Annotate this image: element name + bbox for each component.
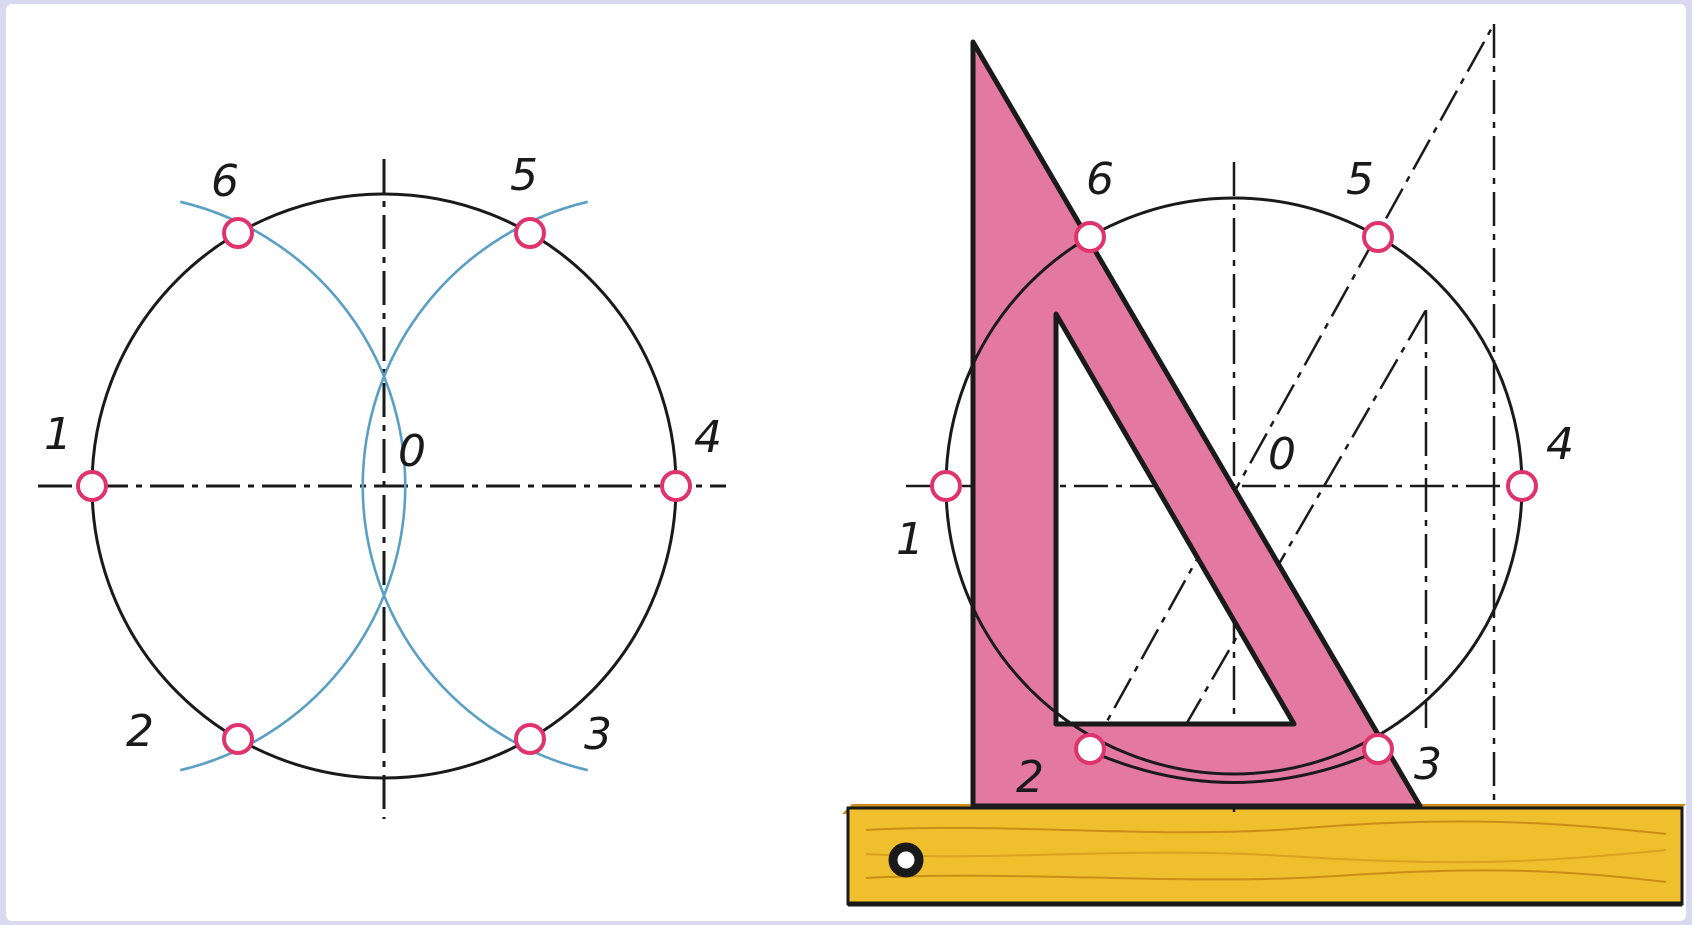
left-marker-6: [222, 217, 254, 249]
left-label-3: 3: [584, 709, 612, 760]
right-label-2: 2: [1016, 752, 1044, 803]
left-marker-4: [660, 470, 692, 502]
right-marker-5: [1362, 221, 1394, 253]
left-center-label: 0: [398, 426, 426, 477]
right-label-1: 1: [896, 514, 924, 565]
ruler-hole-icon: [888, 842, 924, 878]
right-label-6: 6: [1086, 154, 1114, 205]
left-marker-2: [222, 723, 254, 755]
right-label-3: 3: [1414, 739, 1442, 790]
left-label-5: 5: [510, 150, 538, 201]
left-label-1: 1: [44, 409, 72, 460]
wooden-ruler: [842, 804, 1686, 907]
right-marker-2: [1074, 733, 1106, 765]
right-marker-1: [930, 470, 962, 502]
right-label-5: 5: [1346, 154, 1374, 205]
left-figure: 1 2 3 4 5 6 0: [38, 150, 726, 819]
left-arc-from-point-4: [361, 200, 589, 772]
right-marker-6: [1074, 221, 1106, 253]
left-label-6: 6: [211, 156, 239, 207]
left-arc-from-point-1: [179, 200, 407, 772]
right-center-label: 0: [1268, 429, 1296, 480]
right-label-4: 4: [1546, 419, 1574, 470]
diagram-frame: 1 2 3 4 5 6 0: [6, 4, 1686, 921]
right-arc-2-3: [1089, 749, 1379, 784]
right-marker-3: [1362, 733, 1394, 765]
left-marker-5: [514, 217, 546, 249]
left-label-2: 2: [126, 706, 154, 757]
left-marker-1: [76, 470, 108, 502]
right-construction-line-short: [1182, 309, 1428, 729]
left-label-4: 4: [694, 412, 722, 463]
left-marker-3: [514, 723, 546, 755]
construction-diagram: 1 2 3 4 5 6 0: [38, 23, 1686, 907]
right-construction-line-long: [1058, 23, 1496, 807]
right-figure: 1 2 3 4 5 6 0: [842, 23, 1686, 907]
right-marker-4: [1506, 470, 1538, 502]
